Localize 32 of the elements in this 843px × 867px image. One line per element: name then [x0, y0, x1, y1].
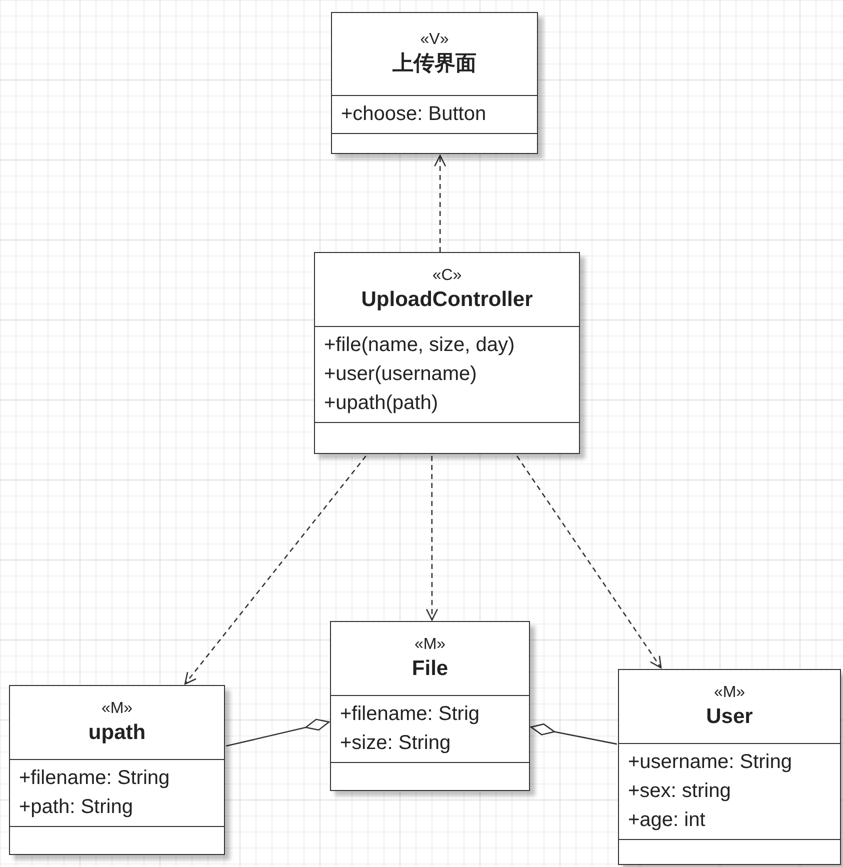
- aggregation-line: [226, 718, 330, 747]
- class-name: User: [706, 704, 753, 730]
- member-text: +upath(path): [324, 391, 438, 416]
- class-box: [330, 621, 530, 791]
- class-name: 上传界面: [392, 51, 476, 77]
- stereotype-label: «M»: [101, 698, 133, 718]
- class-box: [331, 12, 538, 154]
- class-box: [314, 252, 580, 454]
- dependency-arrow: [426, 456, 438, 621]
- member-text: +size: String: [340, 731, 451, 756]
- member-text: +path: String: [19, 795, 133, 820]
- dependency-arrow: [516, 456, 662, 668]
- member-text: +age: int: [628, 808, 706, 833]
- class-box: [618, 669, 841, 865]
- member-text: +username: String: [628, 750, 792, 775]
- stereotype-label: «M»: [414, 634, 446, 654]
- class-box: [9, 685, 225, 855]
- member-text: +file(name, size, day): [324, 333, 515, 358]
- member-text: +filename: String: [19, 766, 170, 791]
- member-text: +filename: Strig: [340, 702, 480, 727]
- aggregation-line: [530, 723, 618, 745]
- member-text: +sex: string: [628, 779, 731, 804]
- dependency-arrow: [434, 154, 446, 252]
- member-text: +user(username): [324, 362, 477, 387]
- class-name: UploadController: [361, 286, 533, 312]
- stereotype-label: «V»: [420, 30, 449, 50]
- stereotype-label: «M»: [714, 682, 746, 702]
- dependency-arrow: [184, 456, 366, 685]
- member-text: +choose: Button: [341, 102, 486, 127]
- class-name: upath: [88, 720, 146, 746]
- stereotype-label: «C»: [432, 266, 462, 286]
- class-name: File: [412, 656, 448, 682]
